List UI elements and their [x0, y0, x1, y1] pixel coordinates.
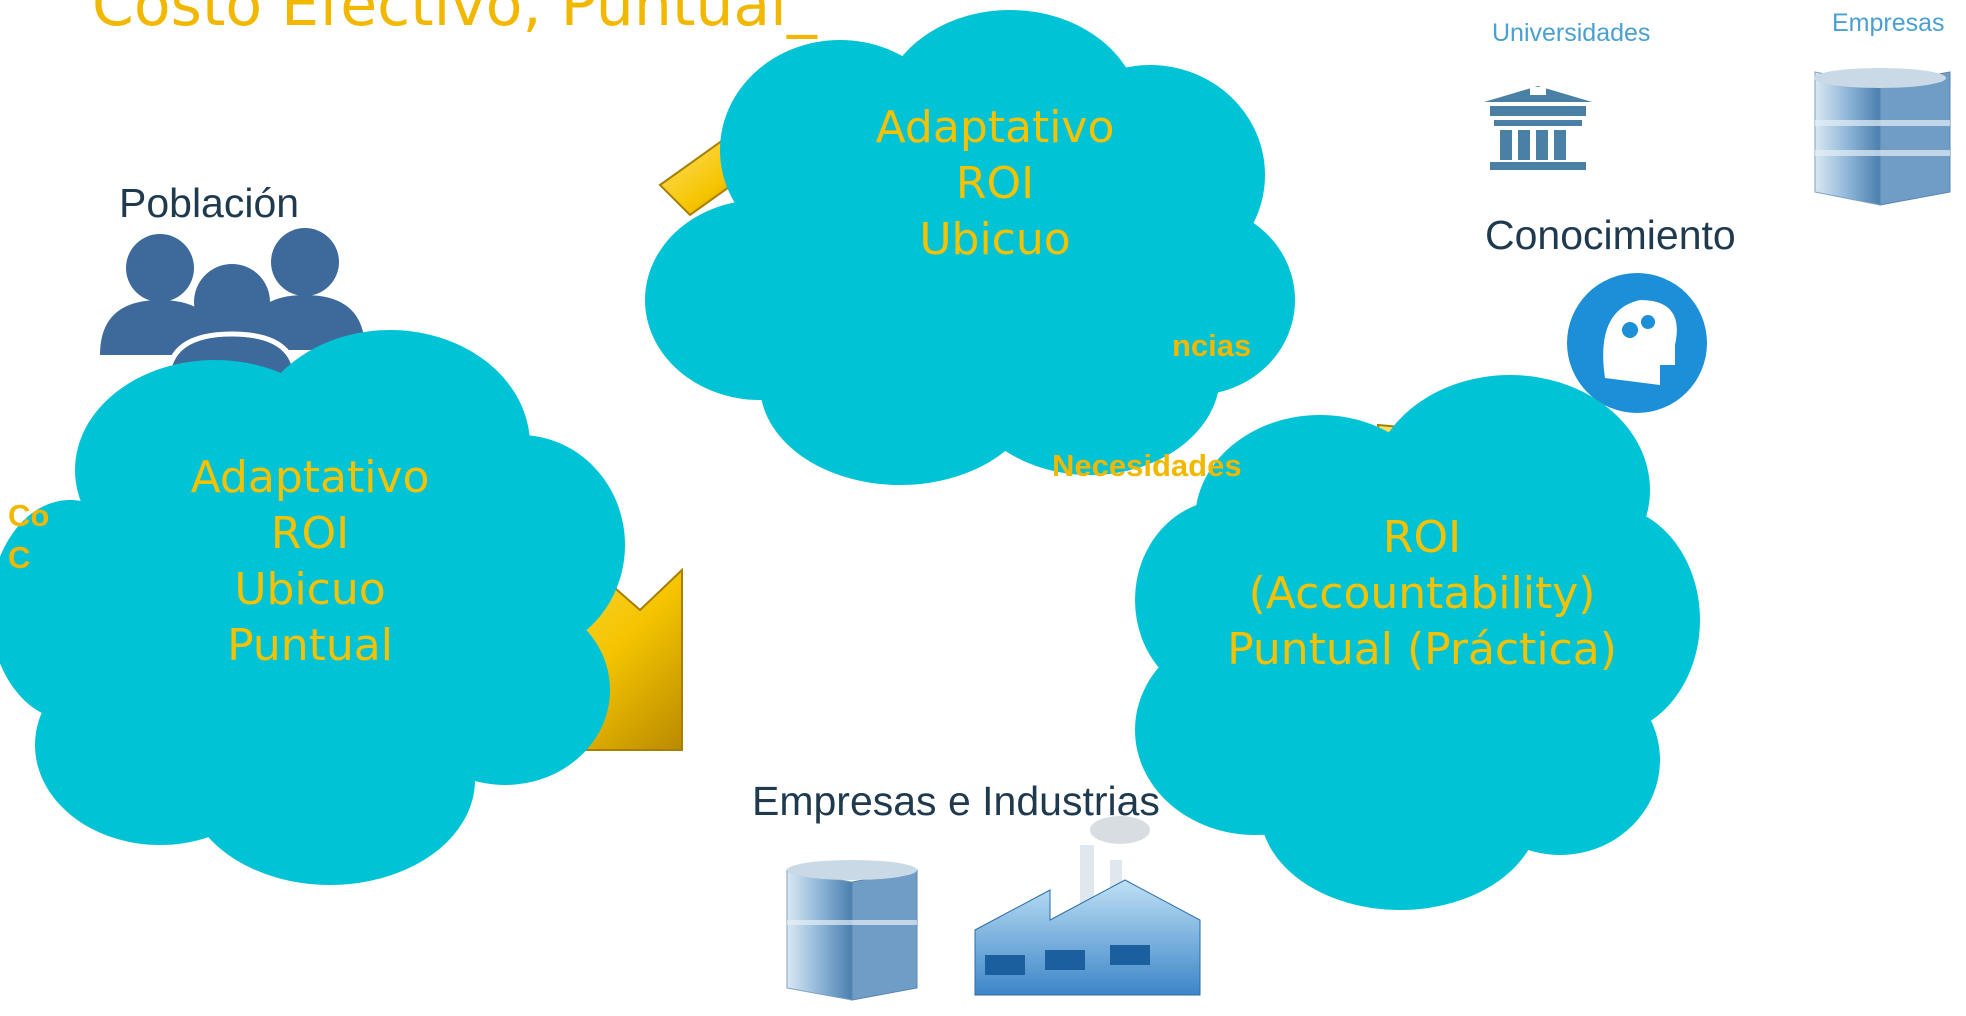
- companies-top-label: Empresas: [1832, 9, 1945, 37]
- competencias-label: ncias: [1172, 328, 1252, 363]
- slide-title: Costo Efectivo, Puntual_: [92, 0, 817, 40]
- knowledge-head-icon: [1567, 273, 1707, 413]
- knowledge-label: Conocimiento: [1485, 212, 1736, 258]
- cloud-right-line-3: Puntual (Práctica): [1227, 624, 1617, 675]
- cloud-left-line-2: ROI: [270, 508, 350, 559]
- office-building-bottom-icon: [786, 860, 918, 1001]
- left-partial-label-1: Co: [8, 498, 50, 533]
- population-label: Población: [119, 180, 300, 226]
- cloud-top-text: Adaptativo ROI Ubicuo: [795, 100, 1195, 268]
- cloud-top: [645, 10, 1295, 485]
- cloud-right-line-1: ROI: [1382, 512, 1462, 563]
- necesidades-label: Necesidades: [1052, 448, 1242, 483]
- cloud-top-line-3: Ubicuo: [919, 214, 1071, 265]
- cloud-left-line-1: Adaptativo: [190, 452, 430, 503]
- universities-label: Universidades: [1492, 19, 1651, 47]
- cloud-left-text: Adaptativo ROI Ubicuo Puntual: [110, 450, 510, 674]
- office-building-icon: [1814, 68, 1951, 206]
- cloud-top-line-1: Adaptativo: [875, 102, 1115, 153]
- cloud-right-line-2: (Accountability): [1248, 568, 1596, 619]
- cloud-right-text: ROI (Accountability) Puntual (Práctica): [1192, 510, 1652, 678]
- cloud-left-line-4: Puntual: [227, 620, 393, 671]
- left-partial-label-2: C: [8, 540, 31, 575]
- cloud-top-line-2: ROI: [955, 158, 1035, 209]
- cloud-left: [0, 330, 625, 885]
- cloud-right: [1135, 375, 1700, 910]
- companies-industries-label: Empresas e Industrias: [752, 778, 1160, 824]
- factory-icon: [974, 816, 1201, 996]
- university-icon: [1484, 86, 1592, 170]
- cloud-left-line-3: Ubicuo: [234, 564, 386, 615]
- population-icon: [100, 228, 365, 383]
